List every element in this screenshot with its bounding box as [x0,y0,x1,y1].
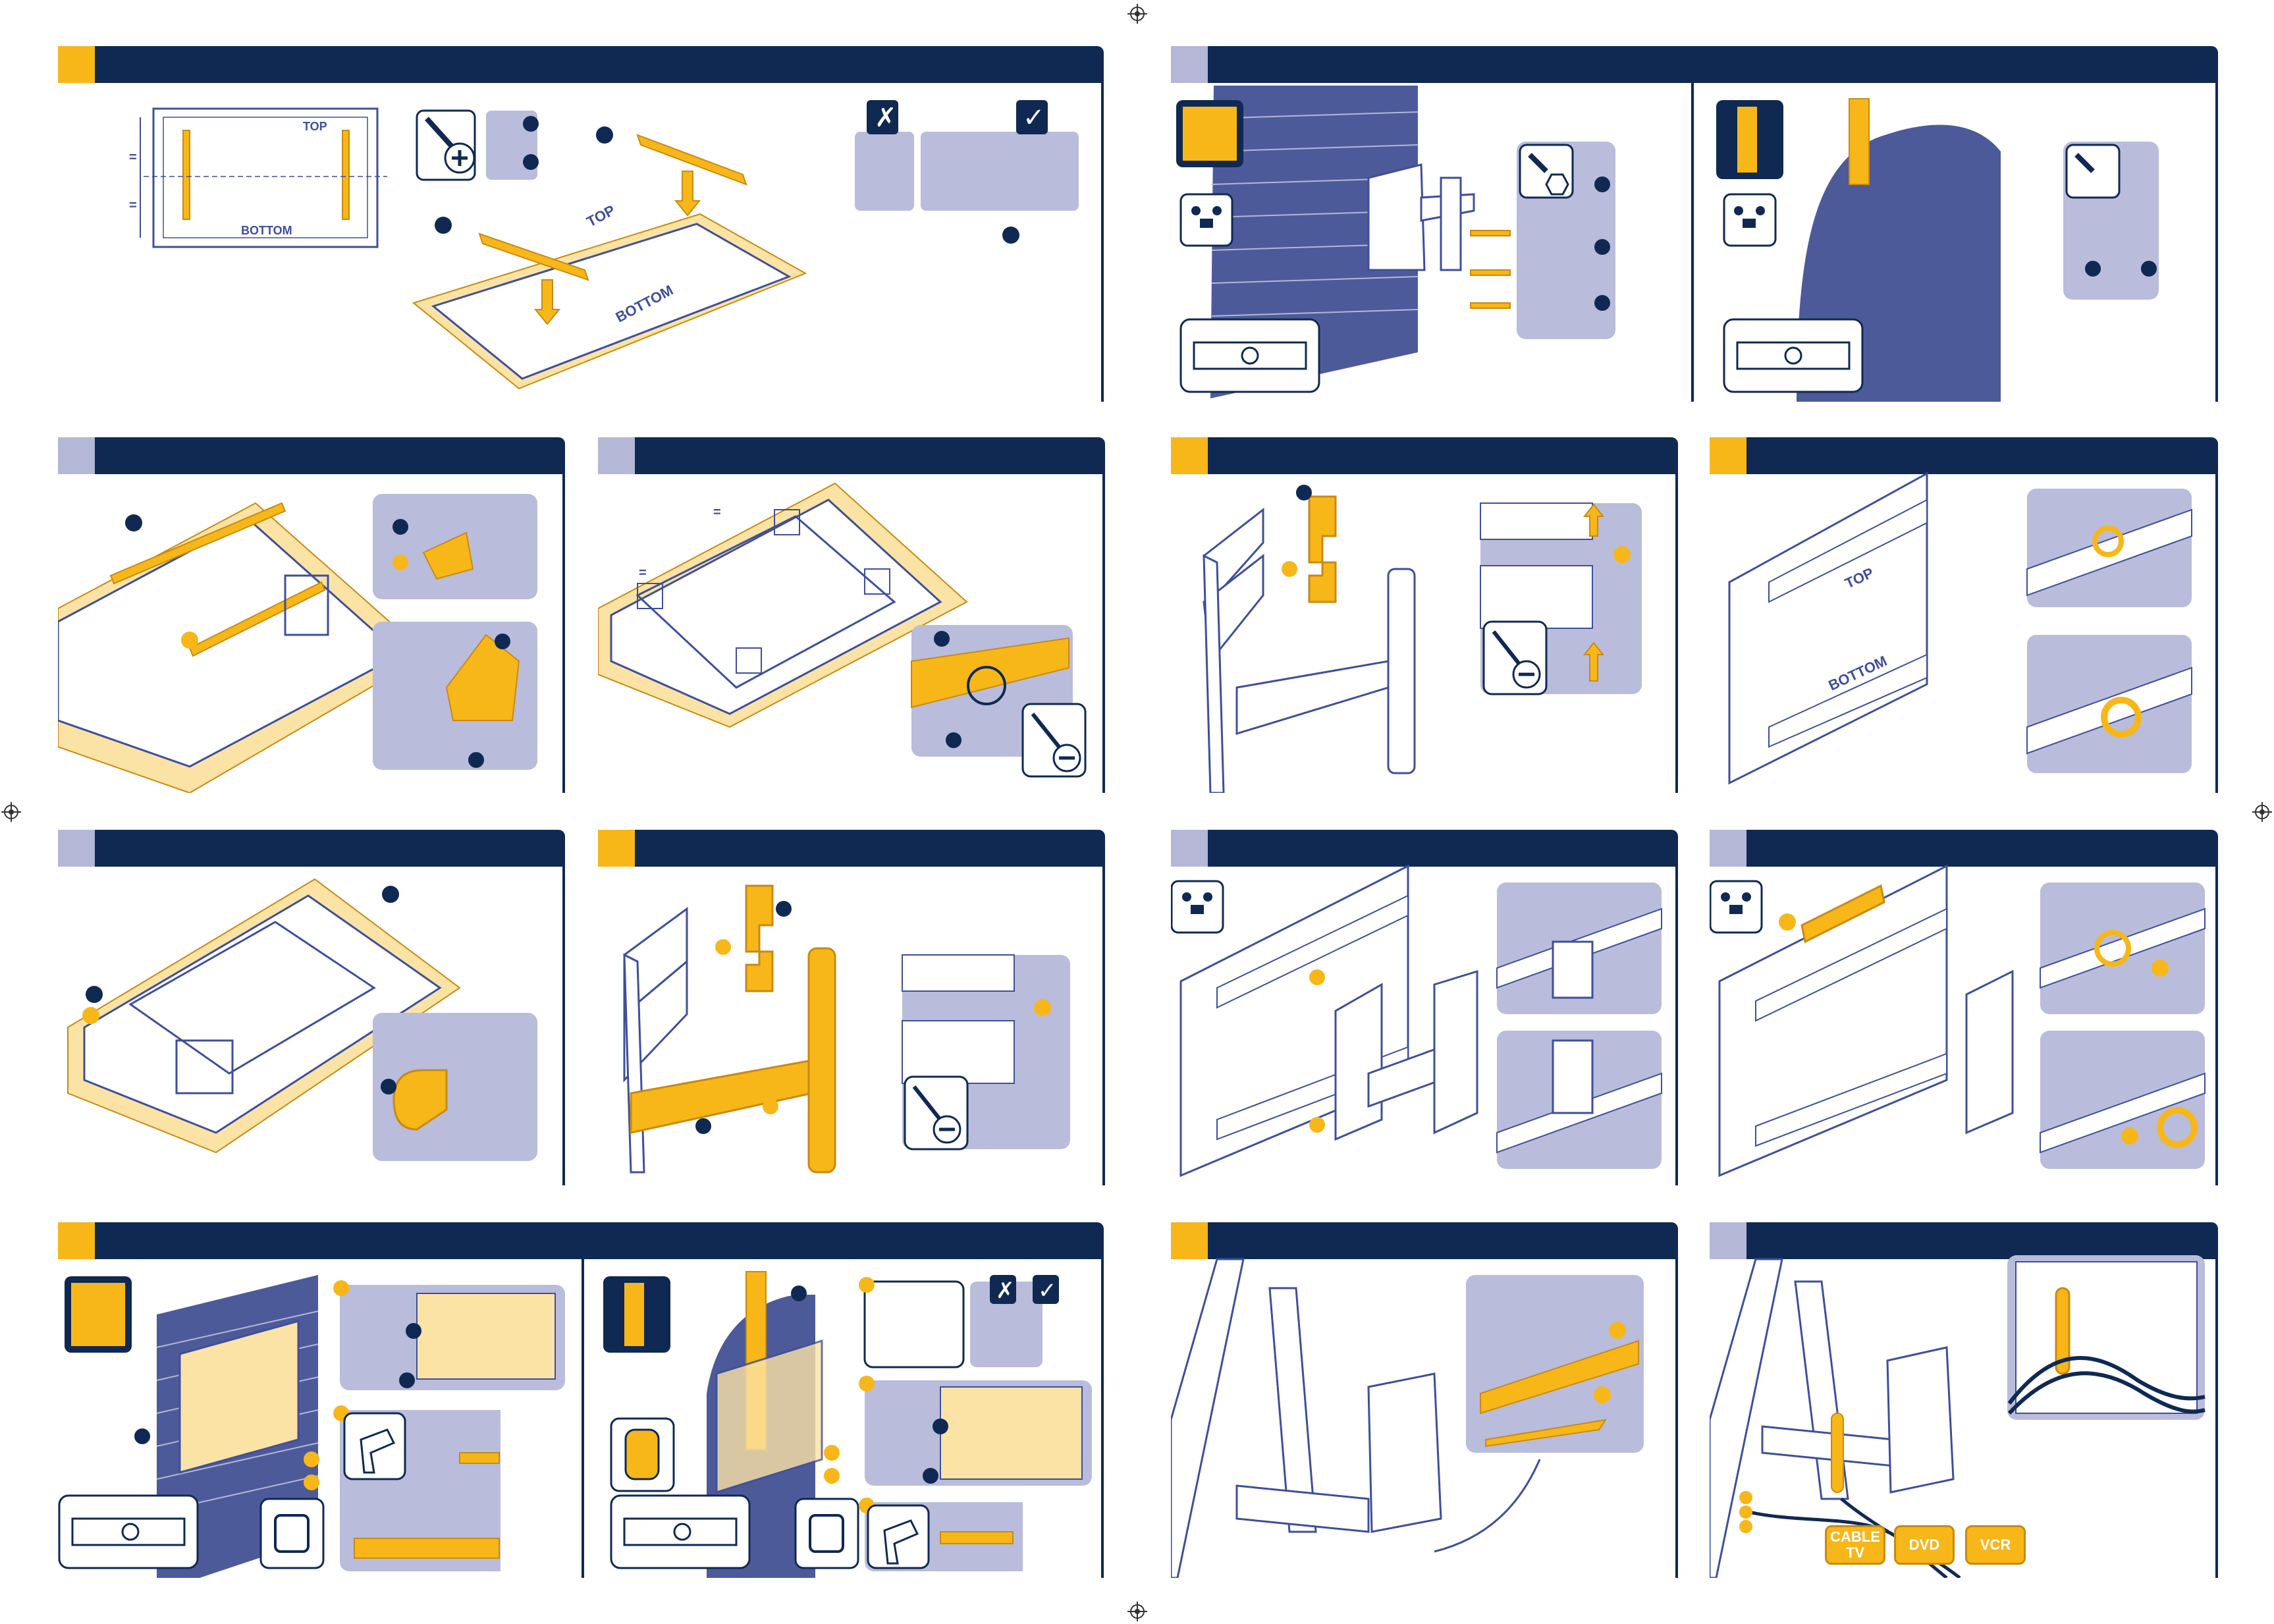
wood-stud [1849,99,1869,184]
drill-icon [868,1505,929,1568]
panel-divider [582,1259,584,1578]
wrench-icon [2067,145,2119,198]
right-mark: ✓ [1023,103,1045,132]
brick-wall-icon [65,1276,132,1353]
panel-divider [1691,83,1694,402]
callout-dot [523,154,539,170]
wrong-example-box [855,132,914,211]
two-person-lift-icon [1172,881,1223,933]
spirit-level-icon [611,1496,749,1568]
step-panel-wall-attach [1171,46,2218,402]
wood-stud-icon [1716,100,1783,179]
step-panel-hang-tv [1171,830,1678,1185]
registration-mark-icon [1,802,21,822]
right-example-box [921,132,1079,211]
callout-dot [523,116,539,132]
callout-dot [1594,295,1610,311]
tv-top-label: TOP [584,202,618,230]
two-person-lift-icon [1724,194,1775,246]
wrench-icon [1520,145,1573,198]
spirit-level-icon [59,1496,198,1568]
callout-dot [1002,227,1019,244]
drill-icon [344,1413,405,1479]
wrong-mark: ✗ [996,1278,1015,1303]
step-panel-tv-rails: TOP BOTTOM = = TOP BOTTOM [58,46,1104,402]
tv-top-label: TOP [303,120,327,133]
device-chip-cable-tv: CABLE TV [1825,1525,1885,1565]
step-panel-slide-rail [58,437,565,793]
step-panel-clip-bracket [1171,437,1678,793]
registration-mark-icon [1127,4,1147,24]
step-panel-cable-routing: CABLE TV DVD VCR [1710,1222,2218,1578]
right-mark: ✓ [1038,1278,1057,1303]
brick-wall-icon [1176,100,1243,167]
spirit-level-icon [1724,319,1862,392]
step-panel-level-tv [1710,830,2218,1185]
step-panel-adjust-frame: = = [598,437,1105,793]
plug-socket-icon [796,1499,858,1568]
step-panel-drill-mount: ✗ ✓ [58,1222,1104,1578]
screwdriver-flat-icon [1484,622,1546,694]
step-panel-cover-strip [1171,1222,1678,1578]
step-panel-arm-attach [598,830,1105,1185]
spirit-level-icon [1181,319,1319,392]
callout-dot [2085,261,2101,277]
tv-mount-arm [1368,165,1474,270]
two-person-lift-icon [1181,194,1232,246]
equal-mark: = [129,150,137,165]
registration-mark-icon [2252,802,2272,822]
screwdriver-flat-icon [1023,704,1085,776]
callout-dot [1594,239,1610,255]
equal-mark: = [129,198,137,213]
callout-dot [2141,261,2157,277]
device-chip-dvd: DVD [1894,1525,1955,1565]
wood-stud-icon [603,1276,670,1353]
step-panel-end-caps [58,830,565,1185]
registration-mark-icon [1127,1602,1147,1621]
screwdriver-plus-icon [417,111,475,180]
plug-socket-icon [261,1499,323,1568]
equal-mark: = [639,566,647,580]
tv-bottom-label: BOTTOM [241,224,292,237]
equal-mark: = [713,505,721,520]
device-chip-vcr: VCR [1965,1525,2026,1565]
stud-finder-icon [611,1419,674,1491]
callout-dot [1594,176,1610,192]
wrong-mark: ✗ [875,103,897,132]
step-panel-lock-screw: TOP BOTTOM [1710,437,2218,793]
screwdriver-flat-icon [905,1077,967,1149]
two-person-lift-icon [1710,881,1762,933]
